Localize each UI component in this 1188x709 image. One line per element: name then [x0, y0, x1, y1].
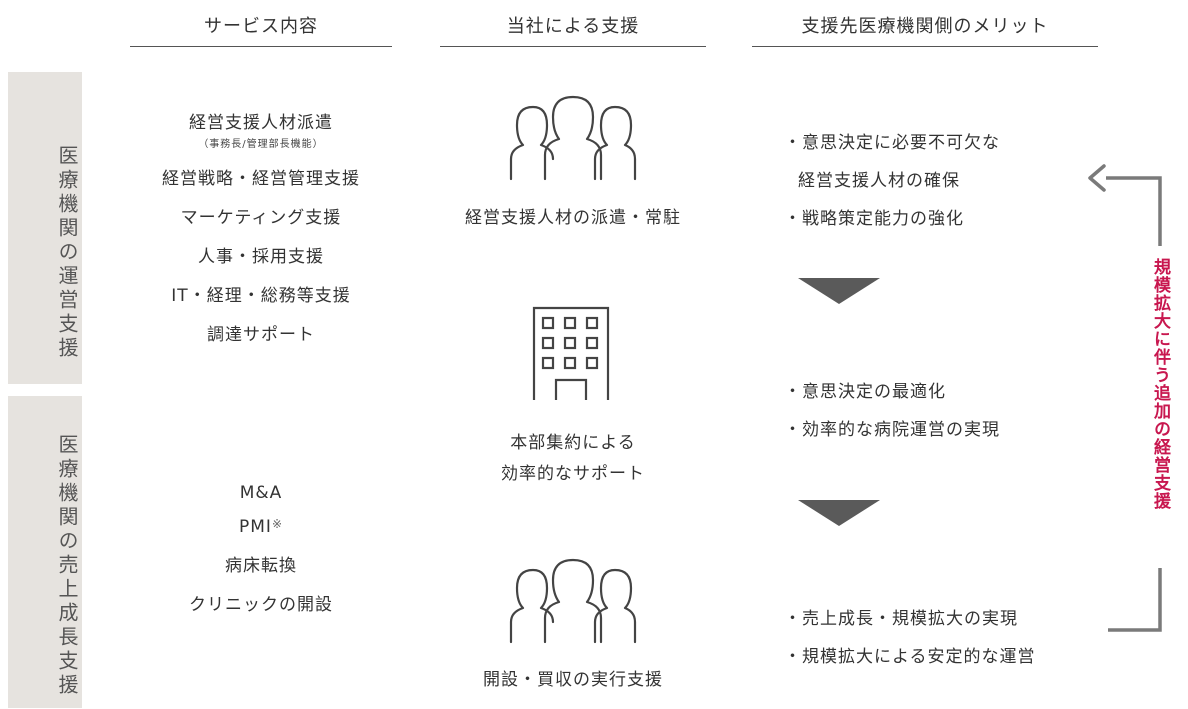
- support-hq-caption-line1: 本部集約による: [510, 433, 636, 453]
- services-growth-list: M&A PMI※ 病床転換 クリニックの開設: [120, 483, 402, 615]
- header-merit-underline: [752, 46, 1098, 47]
- service-item-note: （事務長/管理部長機能）: [198, 139, 324, 150]
- merit-item: ・意思決定の最適化: [784, 382, 946, 402]
- merit-item: ・戦略策定能力の強化: [784, 209, 964, 229]
- service-item: IT・経理・総務等支援: [171, 286, 351, 306]
- sidebar-growth-label: 医療機関の売上成長支援: [55, 434, 79, 698]
- service-item: 経営戦略・経営管理支援: [162, 169, 360, 189]
- merit-group-3: ・売上成長・規模拡大の実現 ・規模拡大による安定的な運営: [784, 600, 1084, 676]
- down-arrow-icon: [798, 500, 880, 526]
- header-service: サービス内容: [204, 16, 318, 37]
- sidebar-operation-label: 医療機関の運営支援: [55, 145, 79, 361]
- pmi-footnote-mark: ※: [271, 517, 283, 531]
- service-item: クリニックの開設: [189, 595, 333, 615]
- header-service-underline: [130, 46, 392, 47]
- service-item-pmi: PMI※: [120, 517, 402, 537]
- arrow-left-icon: [1088, 164, 1106, 192]
- services-operation-list: 経営支援人材派遣 （事務長/管理部長機能） 経営戦略・経営管理支援 マーケティン…: [120, 108, 402, 345]
- service-item: 調達サポート: [207, 325, 315, 345]
- header-support: 当社による支援: [506, 16, 640, 37]
- pmi-label: PMI: [239, 517, 272, 537]
- feedback-bracket: [1088, 164, 1162, 632]
- merit-item: ・売上成長・規模拡大の実現: [784, 609, 1018, 629]
- merit-item: ・効率的な病院運営の実現: [784, 420, 1000, 440]
- feedback-label: 規模拡大に伴う追加の経営支援: [1150, 258, 1170, 510]
- service-item: マーケティング支援: [180, 208, 342, 228]
- sidebar-growth-support: 医療機関の売上成長支援: [8, 396, 82, 708]
- service-item: 人事・採用支援: [198, 247, 324, 267]
- people-group-icon: [509, 95, 637, 181]
- people-group-icon-bottom: [509, 558, 637, 644]
- header-support-underline: [440, 46, 706, 47]
- service-item: 病床転換: [225, 556, 297, 576]
- support-dispatch-caption: 経営支援人材の派遣・常駐: [465, 208, 681, 228]
- down-arrow-icon: [798, 278, 880, 304]
- sidebar-operation-support: 医療機関の運営支援: [8, 72, 82, 384]
- office-building-icon: [532, 306, 610, 400]
- merit-item: 経営支援人材の確保: [798, 171, 960, 191]
- merit-group-2: ・意思決定の最適化 ・効率的な病院運営の実現: [784, 373, 1084, 449]
- support-hq-caption: 本部集約による 効率的なサポート: [420, 428, 726, 490]
- support-execution-caption: 開設・買収の実行支援: [483, 670, 663, 690]
- service-item: M&A: [239, 483, 283, 503]
- support-hq-caption-line2: 効率的なサポート: [501, 464, 645, 484]
- merit-group-1: ・意思決定に必要不可欠な 経営支援人材の確保 ・戦略策定能力の強化: [784, 124, 1084, 238]
- service-item: 経営支援人材派遣: [189, 113, 333, 133]
- header-merit: 支援先医療機関側のメリット: [801, 16, 1049, 37]
- merit-item: ・意思決定に必要不可欠な: [784, 133, 1000, 153]
- merit-item: ・規模拡大による安定的な運営: [784, 647, 1036, 667]
